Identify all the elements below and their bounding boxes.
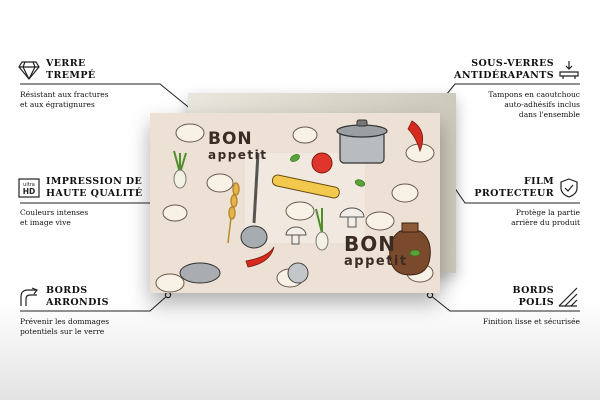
feature-description: Tampons en caoutchouc auto-adhésifs incl… bbox=[488, 90, 580, 119]
ultra-hd-icon-label: ultra bbox=[23, 182, 35, 188]
dumpling-illustration bbox=[175, 123, 205, 143]
feature-bords-arrondis: BORDS ARRONDIS Prévenir les dommages pot… bbox=[18, 285, 158, 345]
feature-sous-verres: SOUS-VERRES ANTIDÉRAPANTS Tampons en cao… bbox=[442, 58, 582, 128]
feature-title: FILM PROTECTEUR bbox=[474, 176, 554, 199]
leader-line-verre-trempe bbox=[20, 83, 193, 111]
feature-description: Finition lisse et sécurisée bbox=[482, 317, 580, 326]
leaf-illustration bbox=[354, 179, 366, 187]
leaf-illustration bbox=[409, 249, 421, 257]
tomato-illustration bbox=[311, 152, 333, 174]
bon-appetit-text-bottom: BON appetit bbox=[344, 232, 408, 269]
feature-description: Prévenir les dommages potentiels sur le … bbox=[20, 317, 110, 336]
polished-edge-icon bbox=[558, 287, 578, 307]
ultra-hd-icon: ultra HD bbox=[18, 178, 40, 198]
onion-illustration bbox=[173, 169, 187, 189]
coaster-artwork: BON appetit BON appetit bbox=[150, 113, 440, 293]
onion-illustration bbox=[315, 231, 329, 251]
chili-illustration bbox=[245, 246, 275, 268]
feature-verre-trempe: VERRE TREMPÉ Résistant aux fractures et … bbox=[18, 58, 158, 118]
dumpling-illustration bbox=[292, 126, 318, 144]
feature-description: Couleurs intenses et image vive bbox=[20, 208, 89, 227]
rolling-pin-illustration bbox=[271, 174, 340, 199]
feature-bords-polis: BORDS POLIS Finition lisse et sécurisée bbox=[442, 285, 582, 335]
mushroom-illustration bbox=[285, 207, 365, 245]
dumpling-illustration bbox=[162, 204, 188, 222]
dumpling-illustration bbox=[285, 201, 315, 221]
leader-line-film bbox=[451, 183, 580, 204]
leader-dot bbox=[164, 291, 172, 299]
feature-title: VERRE TREMPÉ bbox=[46, 58, 96, 81]
feature-title: IMPRESSION DE HAUTE QUALITÉ bbox=[46, 176, 143, 199]
feature-impression: ultra HD IMPRESSION DE HAUTE QUALITÉ Cou… bbox=[18, 176, 158, 236]
leader-line-bords-arrondis bbox=[20, 294, 169, 312]
feature-title: BORDS ARRONDIS bbox=[46, 285, 109, 308]
dumpling-illustration bbox=[155, 273, 185, 293]
anti-slip-icon bbox=[559, 61, 579, 79]
window-motif bbox=[245, 153, 365, 243]
leader-dot bbox=[426, 291, 434, 299]
chili-illustration bbox=[407, 120, 424, 153]
feature-description: Protège la partie arrière du produit bbox=[511, 208, 580, 227]
wheat-illustration bbox=[227, 182, 240, 244]
feature-title: BORDS POLIS bbox=[512, 285, 554, 308]
ultra-hd-icon-label: HD bbox=[23, 187, 36, 196]
leader-line-bords-polis bbox=[429, 294, 580, 312]
onion-illustration bbox=[173, 150, 323, 234]
floor-shadow bbox=[0, 300, 600, 400]
feature-description: Résistant aux fractures et aux égratignu… bbox=[20, 90, 109, 109]
diamond-icon bbox=[18, 61, 40, 80]
feature-film: FILM PROTECTEUR Protège la partie arrièr… bbox=[442, 176, 582, 236]
grater-illustration bbox=[287, 262, 309, 284]
feature-title: SOUS-VERRES ANTIDÉRAPANTS bbox=[454, 58, 554, 81]
dumpling-illustration bbox=[365, 211, 395, 231]
rounded-corner-icon bbox=[20, 287, 38, 306]
bon-appetit-text-top: BON appetit bbox=[208, 129, 268, 163]
artwork-illustrations bbox=[155, 119, 435, 293]
pot-illustration bbox=[336, 119, 388, 164]
ladle-illustration bbox=[240, 152, 268, 249]
dumpling-illustration bbox=[391, 183, 419, 203]
shield-check-icon bbox=[560, 178, 578, 198]
dumpling-illustration bbox=[206, 173, 234, 193]
leaf-illustration bbox=[290, 154, 300, 162]
pot-illustration bbox=[179, 262, 221, 284]
